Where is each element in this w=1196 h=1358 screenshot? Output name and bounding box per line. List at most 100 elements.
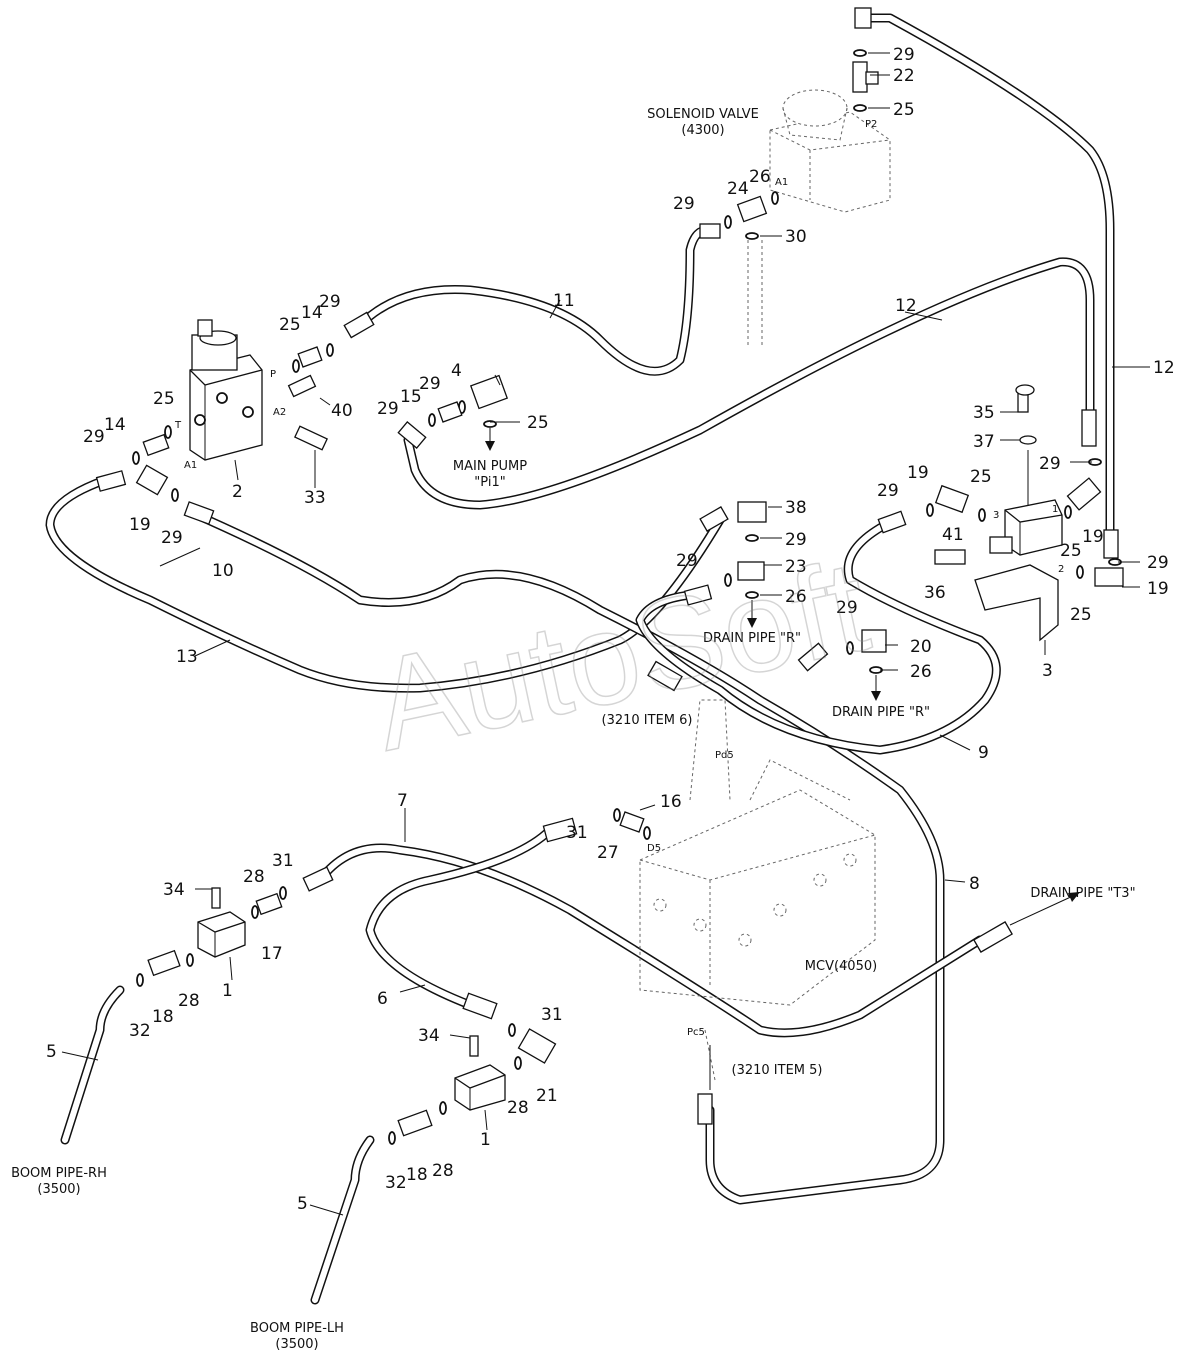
hose-end-fittings — [95, 7, 1119, 1125]
valve-block-2 — [189, 319, 263, 461]
part-number-19: 19 — [1082, 527, 1104, 547]
part-number-31: 31 — [566, 823, 588, 843]
part-number-25: 25 — [527, 413, 549, 433]
part-number-14: 14 — [301, 303, 323, 323]
part-number-29: 29 — [83, 427, 105, 447]
watermark: AutoSoft — [361, 532, 879, 778]
drain-t3-arrowhead — [1068, 892, 1080, 902]
part-number-15: 15 — [400, 387, 422, 407]
part-number-33: 33 — [304, 488, 326, 508]
hose-10 — [185, 507, 945, 1205]
hose-6 — [365, 825, 555, 1010]
part-number-32: 32 — [385, 1173, 407, 1193]
part-number-29: 29 — [836, 598, 858, 618]
part-number-28: 28 — [432, 1161, 454, 1181]
part-number-5: 5 — [297, 1194, 308, 1214]
part-number-25: 25 — [893, 100, 915, 120]
port-mark-pd5: Pd5 — [715, 750, 734, 761]
drain-pipe-r-lower-caption: DRAIN PIPE "R" — [832, 705, 930, 720]
part-number-25: 25 — [1060, 541, 1082, 561]
part-number-2: 2 — [232, 482, 243, 502]
part-number-26: 26 — [749, 167, 771, 187]
mcv-4050 — [639, 699, 876, 1081]
part-number-37: 37 — [973, 432, 995, 452]
part-number-31: 31 — [272, 851, 294, 871]
port-mark-2: 2 — [1058, 564, 1064, 575]
part-number-40: 40 — [331, 401, 353, 421]
boom-pipe-lh-caption-2: (3500) — [275, 1337, 318, 1352]
item6-caption: (3210 ITEM 6) — [602, 713, 693, 728]
part-number-32: 32 — [129, 1021, 151, 1041]
part-number-6: 6 — [377, 989, 388, 1009]
part-number-35: 35 — [973, 403, 995, 423]
port-mark-3: 3 — [993, 510, 999, 521]
part-number-29: 29 — [319, 292, 341, 312]
hose-7 — [315, 843, 985, 1038]
part-number-22: 22 — [893, 66, 915, 86]
part-number-10: 10 — [212, 561, 234, 581]
part-number-5: 5 — [46, 1042, 57, 1062]
part-number-30: 30 — [785, 227, 807, 247]
drain-pipe-t3-caption: DRAIN PIPE "T3" — [1030, 886, 1135, 901]
part-number-41: 41 — [942, 525, 964, 545]
part-number-28: 28 — [507, 1098, 529, 1118]
part-number-12: 12 — [895, 296, 917, 316]
port-mark-1: 1 — [1052, 504, 1058, 515]
hose-12 — [403, 13, 1115, 545]
part-number-12: 12 — [1153, 358, 1175, 378]
part-number-21: 21 — [536, 1086, 558, 1106]
part-number-29: 29 — [673, 194, 695, 214]
part-number-29: 29 — [785, 530, 807, 550]
part-number-29: 29 — [893, 45, 915, 65]
part-number-9: 9 — [978, 743, 989, 763]
valve-block-3 — [974, 384, 1063, 642]
boom-pipe-rh-caption-1: BOOM PIPE-RH — [11, 1166, 107, 1181]
port-mark-a1-left: A1 — [184, 460, 197, 471]
boom-pipe-lh-caption-1: BOOM PIPE-LH — [250, 1321, 344, 1336]
block-1-upper — [197, 887, 246, 958]
part-numbers: 29 22 25 26 24 29 30 12 12 11 25 14 29 4… — [46, 45, 1175, 1214]
part-number-1: 1 — [222, 981, 233, 1001]
block-1-lower — [454, 1035, 506, 1111]
part-number-3: 3 — [1042, 661, 1053, 681]
hose-5-rh — [60, 985, 125, 1145]
captions: SOLENOID VALVE (4300) MAIN PUMP "Pi1" DR… — [11, 107, 1135, 1352]
item5-caption: (3210 ITEM 5) — [732, 1063, 823, 1078]
port-marks: P T A1 A2 P2 A1 Pd5 D5 Pc5 1 2 3 — [174, 119, 1064, 1038]
part-number-26: 26 — [785, 587, 807, 607]
solenoid-valve-caption-1: SOLENOID VALVE — [647, 107, 759, 122]
port-mark-p: P — [270, 369, 276, 380]
drain-t3-arrow — [1009, 894, 1076, 926]
port-mark-a2: A2 — [273, 407, 286, 418]
part-number-14: 14 — [104, 415, 126, 435]
port-mark-p2: P2 — [865, 119, 877, 130]
part-number-29: 29 — [1039, 454, 1061, 474]
main-pump-caption-2: "Pi1" — [474, 475, 505, 490]
part-number-31: 31 — [541, 1005, 563, 1025]
part-number-4: 4 — [451, 361, 462, 381]
part-number-24: 24 — [727, 179, 749, 199]
part-number-34: 34 — [163, 880, 185, 900]
drain-pipe-r-upper-caption: DRAIN PIPE "R" — [703, 631, 801, 646]
mcv-caption: MCV(4050) — [805, 959, 877, 974]
o-rings — [132, 49, 1122, 1145]
part-number-29: 29 — [676, 551, 698, 571]
bolt-33 — [294, 425, 328, 451]
part-number-25: 25 — [153, 389, 175, 409]
hose-13 — [45, 475, 725, 693]
part-number-7: 7 — [397, 791, 408, 811]
part-number-25: 25 — [970, 467, 992, 487]
solenoid-valve-caption-2: (4300) — [681, 123, 724, 138]
part-number-16: 16 — [660, 792, 682, 812]
sensor-40 — [287, 374, 317, 398]
part-number-29: 29 — [377, 399, 399, 419]
part-number-17: 17 — [261, 944, 283, 964]
part-number-20: 20 — [910, 637, 932, 657]
part-number-29: 29 — [877, 481, 899, 501]
port-mark-pc5: Pc5 — [687, 1027, 705, 1038]
part-number-27: 27 — [597, 843, 619, 863]
main-pump-caption-1: MAIN PUMP — [453, 459, 527, 474]
part-number-25: 25 — [279, 315, 301, 335]
leader-lines — [61, 52, 1150, 1216]
hose-9 — [635, 520, 1001, 755]
